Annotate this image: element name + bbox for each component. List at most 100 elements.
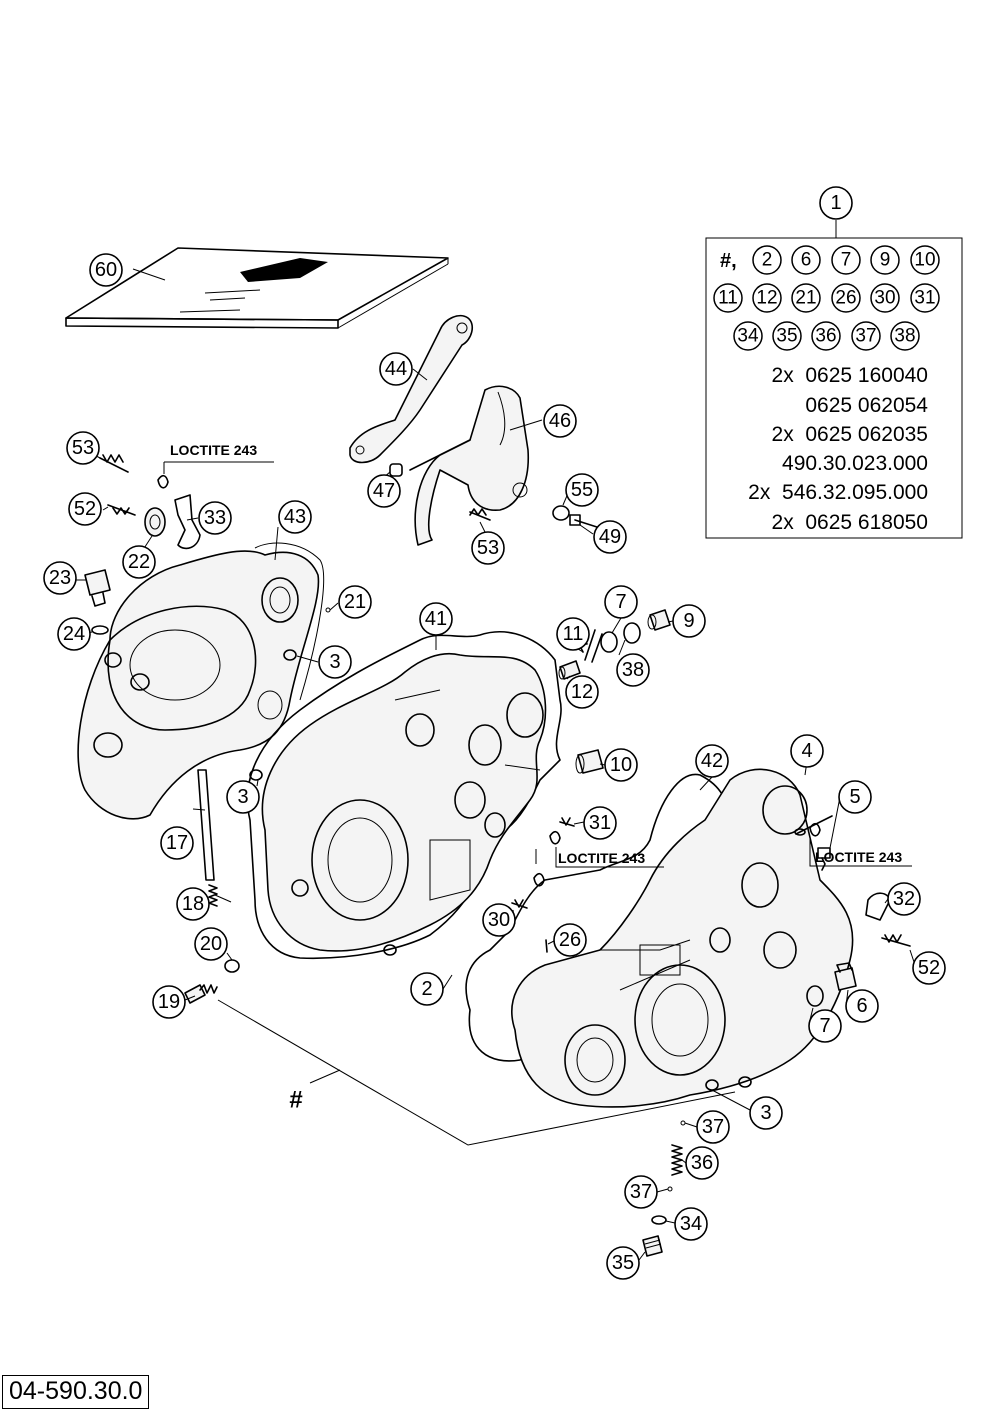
svg-text:7: 7: [819, 1015, 830, 1037]
svg-text:2: 2: [421, 978, 432, 1000]
drawing-reference-number: 04-590.30.0: [2, 1375, 150, 1409]
svg-text:36: 36: [815, 326, 836, 347]
svg-text:30: 30: [874, 288, 895, 309]
clutch-cover-43: [77, 542, 325, 820]
callout-52-left: 52: [68, 492, 102, 526]
callout-2: 2: [410, 972, 444, 1006]
svg-text:49: 49: [599, 526, 621, 548]
kit-ref-7: 7: [831, 245, 861, 275]
chain-guide-46: [409, 385, 530, 546]
svg-text:7: 7: [841, 250, 852, 271]
kit-ref-2: 2: [752, 245, 782, 275]
oring-34: [651, 1215, 667, 1225]
svg-text:46: 46: [549, 410, 571, 432]
plate-32: [865, 892, 891, 921]
svg-text:33: 33: [204, 507, 226, 529]
svg-text:9: 9: [880, 250, 891, 271]
kit-ref-37: 37: [851, 321, 881, 351]
plug-9: [647, 609, 671, 631]
callout-11: 11: [556, 617, 590, 651]
kit-line-1: 2x 0625 160040: [772, 364, 928, 387]
svg-text:34: 34: [680, 1213, 702, 1235]
kit-ref-35: 35: [772, 321, 802, 351]
kit-ref-10: 10: [910, 245, 940, 275]
callout-31: 31: [583, 806, 617, 840]
svg-text:12: 12: [756, 288, 777, 309]
svg-text:3: 3: [237, 786, 248, 808]
svg-text:36: 36: [691, 1152, 713, 1174]
loctite-label-3: LOCTITE 243: [815, 849, 902, 865]
kit-line-5: 2x 546.32.095.000: [748, 481, 928, 504]
svg-text:32: 32: [893, 888, 915, 910]
svg-text:37: 37: [855, 326, 876, 347]
svg-text:6: 6: [856, 995, 867, 1017]
bushing-10: [575, 749, 604, 774]
svg-text:24: 24: [63, 623, 85, 645]
screw-52: [107, 504, 136, 516]
pin-4: [794, 815, 833, 836]
svg-text:60: 60: [95, 259, 117, 281]
callout-7-b: 7: [808, 1009, 842, 1043]
callout-9: 9: [672, 604, 706, 638]
callout-53-upper: 53: [66, 431, 100, 465]
svg-text:30: 30: [488, 909, 510, 931]
svg-text:52: 52: [74, 498, 96, 520]
callout-43: 43: [278, 500, 312, 534]
callout-47: 47: [367, 474, 401, 508]
svg-text:37: 37: [702, 1116, 724, 1138]
kit-ref-9: 9: [870, 245, 900, 275]
callout-36: 36: [685, 1146, 719, 1180]
callout-53-lower: 53: [471, 531, 505, 565]
svg-text:34: 34: [737, 326, 759, 347]
callout-17: 17: [160, 826, 194, 860]
plug-19: [184, 984, 218, 1004]
kit-line-6: 2x 0625 618050: [772, 511, 928, 534]
callout-33: 33: [198, 501, 232, 535]
callout-37-a: 37: [696, 1110, 730, 1144]
svg-text:2: 2: [762, 250, 773, 271]
callout-22: 22: [122, 545, 156, 579]
kit-ref-31: 31: [910, 283, 940, 313]
svg-text:20: 20: [200, 933, 222, 955]
screw-53: [99, 454, 129, 473]
kit-ref-6: 6: [791, 245, 821, 275]
callout-4: 4: [790, 734, 824, 768]
svg-text:31: 31: [589, 812, 611, 834]
callout-20: 20: [194, 927, 228, 961]
svg-text:26: 26: [559, 929, 581, 951]
kit-line-2: 0625 062054: [805, 394, 928, 417]
callout-49: 49: [593, 520, 627, 554]
screw-30: [511, 899, 528, 909]
svg-text:17: 17: [166, 832, 188, 854]
sleeve-12: [558, 660, 581, 680]
svg-text:12: 12: [571, 681, 593, 703]
callout-7-a: 7: [604, 585, 638, 619]
svg-text:5: 5: [849, 786, 860, 808]
kit-contents-box: 1 #, 2 6 7 9 10 11 12 21 26 30 31 34 35 …: [705, 186, 963, 539]
callout-34: 34: [674, 1207, 708, 1241]
kit-ref-26: 26: [831, 283, 861, 313]
crankcase-half-right: [511, 768, 854, 1108]
callout-37-b: 37: [624, 1175, 658, 1209]
svg-text:53: 53: [477, 537, 499, 559]
callout-6: 6: [845, 989, 879, 1023]
gasket-kit-sheet: [65, 247, 449, 329]
svg-text:21: 21: [795, 288, 816, 309]
svg-text:11: 11: [718, 288, 738, 309]
callout-44: 44: [379, 352, 413, 386]
bracket-44: [349, 314, 474, 464]
drain-plug-6: [834, 962, 857, 991]
svg-text:53: 53: [72, 437, 94, 459]
callout-41: 41: [419, 602, 453, 636]
svg-text:3: 3: [760, 1102, 771, 1124]
spring-18: [208, 884, 218, 907]
svg-text:55: 55: [571, 479, 593, 501]
svg-text:6: 6: [801, 250, 812, 271]
svg-text:23: 23: [49, 567, 71, 589]
svg-text:43: 43: [284, 506, 306, 528]
svg-text:3: 3: [329, 651, 340, 673]
callout-42: 42: [695, 744, 729, 778]
svg-text:19: 19: [158, 991, 180, 1013]
kit-ref-36: 36: [811, 321, 841, 351]
